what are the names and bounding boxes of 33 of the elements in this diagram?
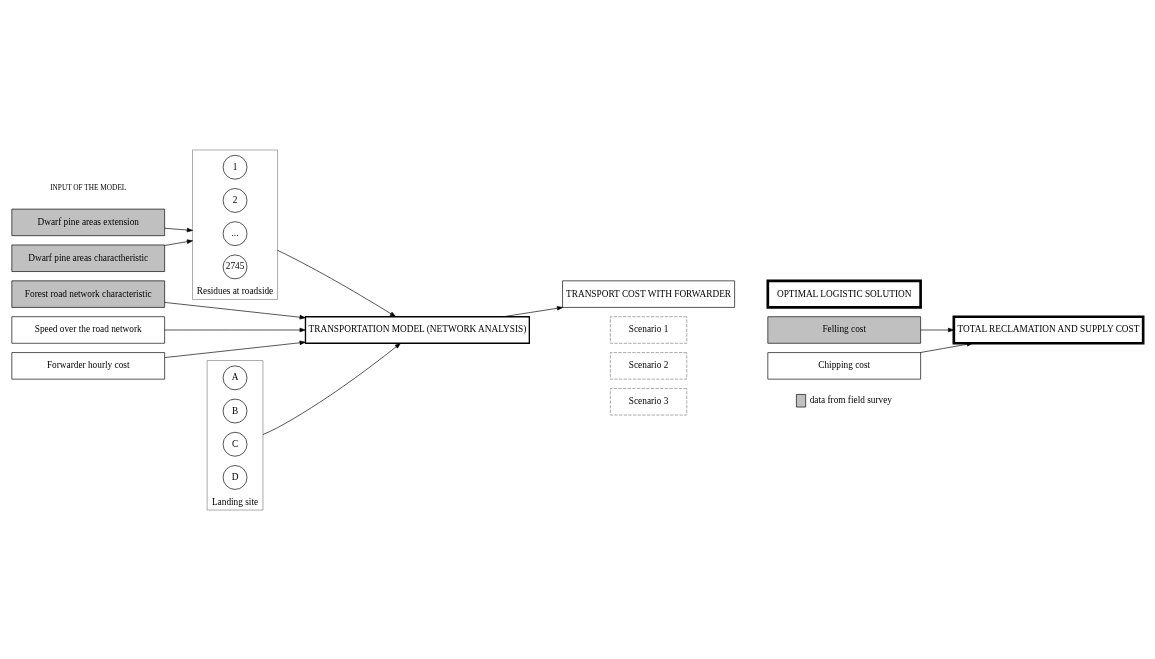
node-circle: 1 (222, 154, 248, 180)
node-box: Scenario 1 (610, 315, 688, 344)
node-box: Dwarf pine areas charactheristic (11, 244, 165, 272)
arrow (164, 340, 306, 358)
node-circle: 2745 (222, 254, 248, 279)
arrow (277, 249, 396, 317)
arrow (164, 238, 193, 246)
arrow (164, 227, 193, 232)
arrow (164, 301, 306, 319)
legend-label: data from field survey (809, 394, 893, 405)
arrow (164, 327, 306, 332)
arrow (262, 342, 401, 435)
arrow (919, 341, 973, 353)
node-box: Chipping cost (767, 351, 921, 379)
node-box: TRANSPORTATION MODEL (NETWORK ANALYSIS) (304, 315, 530, 344)
node-circle: A (222, 365, 248, 390)
node-box: Dwarf pine areas extension (11, 208, 165, 236)
node-circle: ... (222, 220, 248, 246)
arrow (920, 327, 955, 332)
node-circle: D (222, 464, 248, 490)
node-box: Speed over the road network (11, 315, 165, 344)
node-box: Forwarder hourly cost (11, 351, 165, 379)
arrow (503, 305, 563, 317)
node-box: TRANSPORT COST WITH FORWARDER (562, 280, 735, 308)
node-box: Forest road network characteristic (11, 280, 165, 308)
node-box: Scenario 3 (610, 387, 688, 415)
node-circle: C (222, 431, 248, 457)
node-box: Scenario 2 (610, 351, 688, 379)
node-circle: B (222, 398, 248, 423)
node-box: OPTIMAL LOGISTIC SOLUTION (766, 279, 922, 309)
node-box: Felling cost (767, 315, 921, 344)
label: INPUT OF THE MODEL (50, 182, 127, 192)
node-circle: 2 (222, 187, 248, 213)
